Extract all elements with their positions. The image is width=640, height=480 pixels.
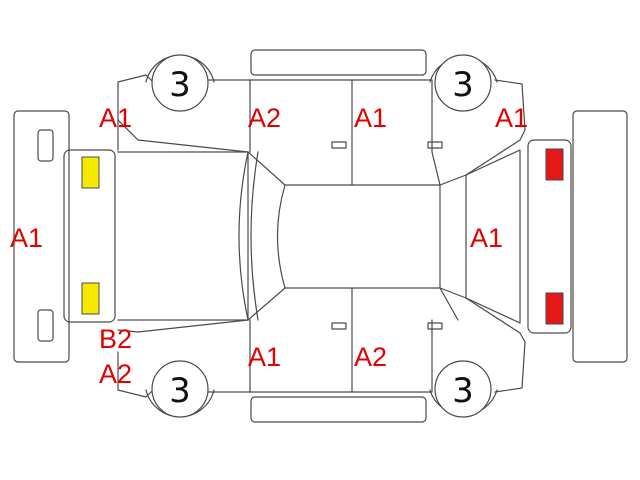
- side-skirt-top: [250, 49, 427, 76]
- wheel-front-right: 3: [145, 360, 215, 418]
- code-rear-right-door: A2: [354, 342, 387, 372]
- taillight-right: [545, 292, 564, 325]
- code-front-right-door: A1: [248, 342, 281, 372]
- headlight-right: [81, 282, 100, 315]
- damage-codes: A1 A1 A2 A1 A1 A1 B2 A2 A1 A2: [10, 103, 528, 389]
- taillight-left: [545, 148, 564, 181]
- wheel-front-right-value: 3: [169, 371, 191, 411]
- code-rear-panel: A1: [470, 223, 503, 253]
- wheel-rear-left: 3: [429, 54, 498, 112]
- code-rear-left-quarter: A1: [495, 103, 528, 133]
- rear-fascia: [527, 139, 572, 334]
- headlight-left: [81, 156, 100, 189]
- wheel-front-left: 3: [145, 54, 215, 112]
- side-skirt-bottom: [250, 396, 427, 423]
- front-bumper: [13, 110, 70, 363]
- code-front-right-fender-2: A2: [99, 359, 132, 389]
- rear-bumper: [572, 110, 628, 363]
- code-front-left-door: A2: [248, 103, 281, 133]
- front-fascia: [63, 149, 116, 323]
- code-front-left-fender: A1: [99, 103, 132, 133]
- code-rear-left-door: A1: [354, 103, 387, 133]
- code-front-bumper: A1: [10, 223, 43, 253]
- car-body: [117, 74, 526, 398]
- wheel-rear-right: 3: [429, 360, 498, 418]
- wheel-rear-left-value: 3: [452, 65, 474, 105]
- wheel-front-left-value: 3: [169, 65, 191, 105]
- code-front-right-fender-1: B2: [99, 324, 132, 354]
- wheel-rear-right-value: 3: [452, 371, 474, 411]
